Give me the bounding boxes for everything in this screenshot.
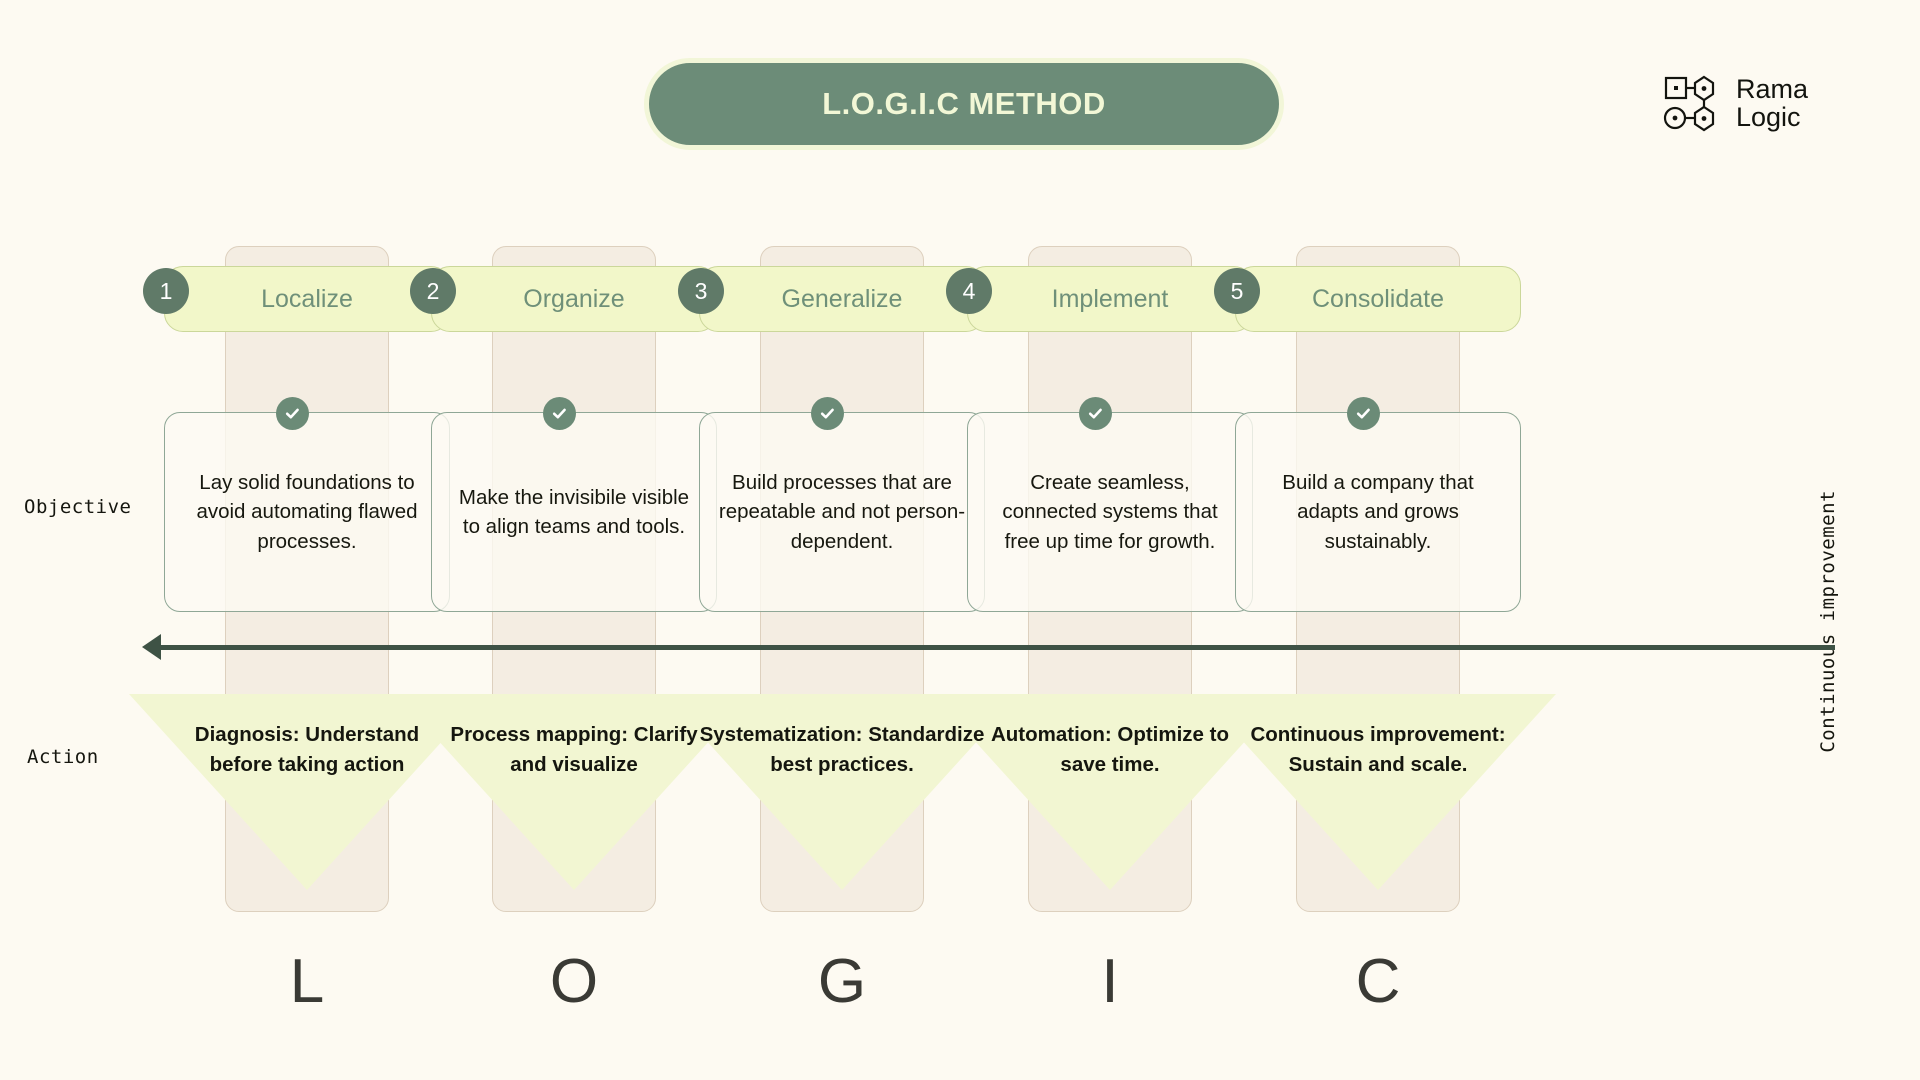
- objective-text: Build processes that are repeatable and …: [718, 471, 966, 553]
- brand-name-line2: Logic: [1736, 102, 1801, 132]
- action-text: Systematization: Standardize best practi…: [699, 723, 985, 776]
- page-title: L.O.G.I.C METHOD: [644, 58, 1284, 150]
- step-number-text: 3: [694, 277, 708, 304]
- objective-text: Create seamless, connected systems that …: [1002, 471, 1218, 553]
- check-circle-icon: [1079, 397, 1112, 430]
- objective-text: Make the invisibile visible to align tea…: [458, 485, 690, 538]
- action-text: Diagnosis: Understand before taking acti…: [194, 723, 420, 776]
- step-letter: C: [1355, 947, 1401, 1016]
- step-label-pill[interactable]: Organize: [431, 266, 717, 332]
- step-label-pill[interactable]: Consolidate: [1235, 266, 1521, 332]
- step-label-pill[interactable]: Implement: [967, 266, 1253, 332]
- row-label-action: Action: [27, 746, 99, 768]
- continuous-improvement-label: Continuous improvement: [1817, 490, 1839, 753]
- action-text: Process mapping: Clarify and visualize: [450, 723, 698, 776]
- brand-logo: Rama Logic: [1663, 72, 1808, 134]
- process-arrow-line: [155, 645, 1835, 650]
- row-label-objective: Objective: [24, 496, 132, 518]
- step-number-badge: 2: [410, 268, 456, 314]
- step-letter: G: [817, 947, 867, 1016]
- step-letter: L: [289, 947, 325, 1016]
- step-label-text: Organize: [523, 284, 625, 313]
- process-arrow-head-icon: [142, 634, 161, 660]
- brand-name: Rama Logic: [1736, 73, 1809, 132]
- step-number-text: 2: [426, 277, 440, 304]
- check-circle-icon: [811, 397, 844, 430]
- brand-name-line1: Rama: [1736, 73, 1809, 104]
- step-label-pill[interactable]: Localize: [164, 266, 450, 332]
- step-number-text: 1: [159, 277, 173, 304]
- objective-text: Build a company that adapts and grows su…: [1282, 471, 1474, 553]
- objective-text: Lay solid foundations to avoid automatin…: [196, 471, 418, 553]
- step-number-badge: 1: [143, 268, 189, 314]
- objective-card: Create seamless, connected systems that …: [967, 412, 1253, 612]
- action-text: Automation: Optimize to save time.: [990, 723, 1229, 776]
- step-label-text: Generalize: [781, 284, 903, 313]
- objective-card: Build processes that are repeatable and …: [699, 412, 985, 612]
- action-text: Continuous improvement: Sustain and scal…: [1250, 723, 1506, 776]
- check-circle-icon: [1347, 397, 1380, 430]
- rama-logic-mark-icon: [1663, 72, 1725, 134]
- step-letter: I: [1101, 947, 1119, 1016]
- step-number-badge: 5: [1214, 268, 1260, 314]
- objective-card: Lay solid foundations to avoid automatin…: [164, 412, 450, 612]
- step-label-text: Localize: [261, 284, 353, 313]
- step-letter: O: [549, 947, 599, 1016]
- objective-card: Make the invisibile visible to align tea…: [431, 412, 717, 612]
- step-label-pill[interactable]: Generalize: [699, 266, 985, 332]
- check-circle-icon: [543, 397, 576, 430]
- step-label-text: Implement: [1051, 284, 1169, 313]
- check-circle-icon: [276, 397, 309, 430]
- step-label-text: Consolidate: [1311, 284, 1445, 313]
- objective-card: Build a company that adapts and grows su…: [1235, 412, 1521, 612]
- step-number-badge: 3: [678, 268, 724, 314]
- step-number-badge: 4: [946, 268, 992, 314]
- step-number-text: 4: [962, 277, 976, 304]
- step-number-text: 5: [1230, 277, 1244, 304]
